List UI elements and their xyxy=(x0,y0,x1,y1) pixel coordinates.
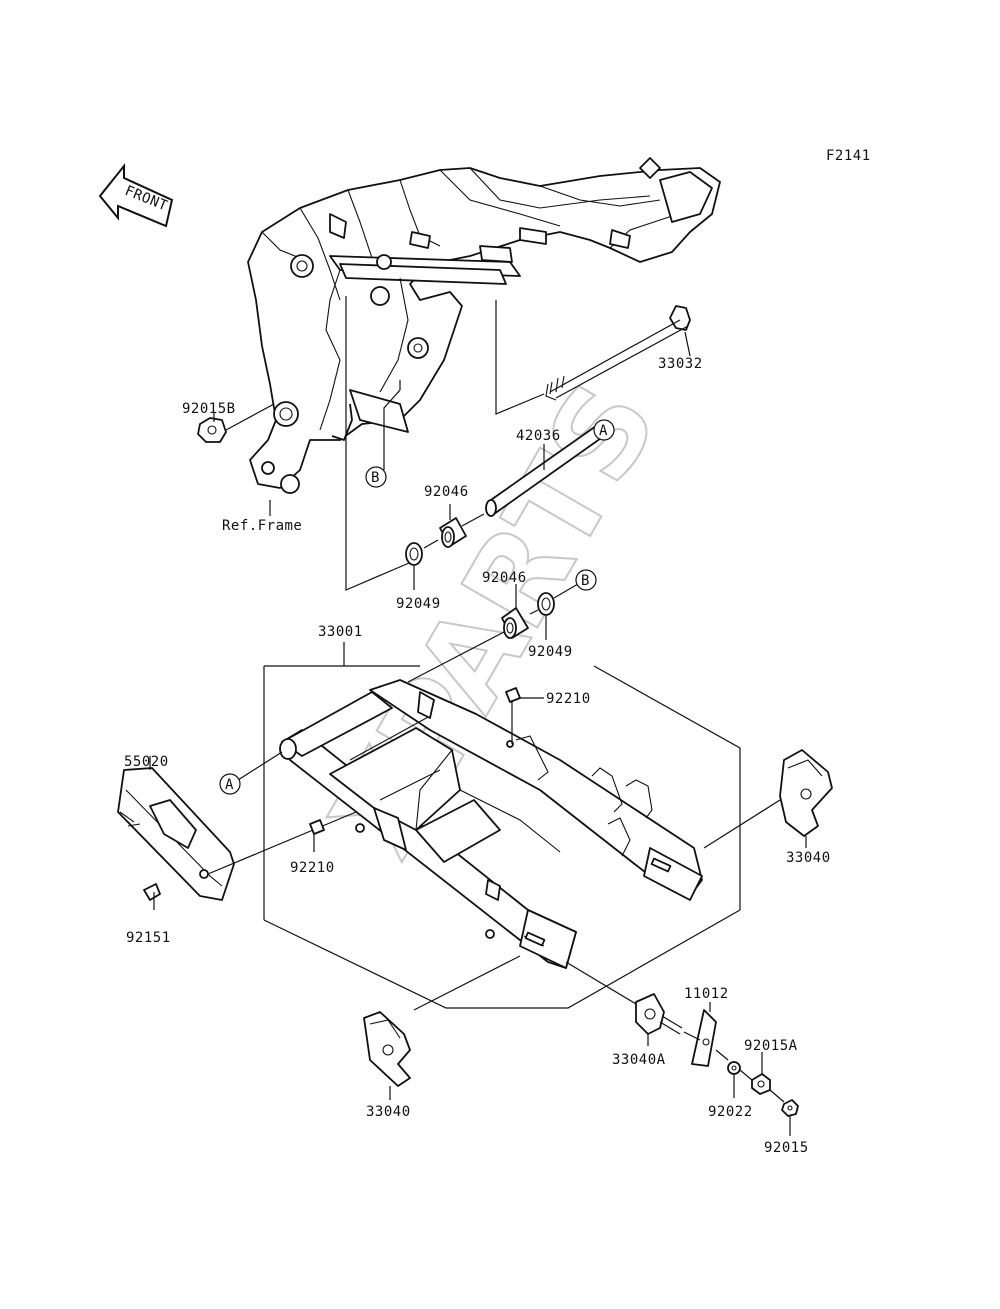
callout-a-bottom xyxy=(219,773,241,795)
washer-92022 xyxy=(727,1061,741,1075)
link-33040-right xyxy=(703,799,781,849)
label-92022: 92022 xyxy=(708,1104,753,1120)
callout-a-top xyxy=(593,419,615,441)
cap-11012 xyxy=(691,1009,717,1067)
seal-92049-middle xyxy=(537,592,555,616)
leader-callout-b-mid xyxy=(553,583,579,599)
main-frame-drawing xyxy=(247,157,721,494)
bearing-92046-middle xyxy=(501,607,529,639)
bolt-92210-upper xyxy=(505,687,521,744)
leader-33032 xyxy=(495,300,545,415)
label-92210-upper: 92210 xyxy=(546,691,591,707)
chain-slider-55020 xyxy=(117,767,235,901)
callout-a-top-text: A xyxy=(599,423,608,439)
seal-92049-upper xyxy=(405,542,423,566)
callout-b-middle-text: B xyxy=(581,573,590,589)
link-92046-92049-middle xyxy=(529,609,539,615)
pivot-shaft-33032 xyxy=(545,305,691,401)
label-92049-upper: 92049 xyxy=(396,596,441,612)
label-33040A: 33040A xyxy=(612,1052,666,1068)
label-33040-right: 33040 xyxy=(786,850,831,866)
label-33040-bottom: 33040 xyxy=(366,1104,411,1120)
label-92151: 92151 xyxy=(126,930,171,946)
bracket-33001-bottom xyxy=(263,909,741,1009)
swingarm-drawing xyxy=(279,679,703,969)
callout-b-frame xyxy=(365,466,387,488)
leader-frame-92049 xyxy=(345,296,417,591)
front-arrow-icon: FRONT xyxy=(98,163,174,228)
nut-92015 xyxy=(781,1099,799,1117)
leader-92015B-b xyxy=(225,403,275,431)
bearing-92046-upper xyxy=(439,517,467,548)
link-33040A-swingarm xyxy=(565,961,637,1005)
callout-b-middle xyxy=(575,569,597,591)
callout-a-bottom-text: A xyxy=(225,777,234,793)
label-33032: 33032 xyxy=(658,356,703,372)
callout-b-frame-text: B xyxy=(371,470,380,486)
label-92046-middle: 92046 xyxy=(482,570,527,586)
label-92049-middle: 92049 xyxy=(528,644,573,660)
label-92015: 92015 xyxy=(764,1140,809,1156)
link-92046-42036 xyxy=(461,513,485,527)
label-92210-left: 92210 xyxy=(290,860,335,876)
nut-92015A xyxy=(751,1073,771,1095)
label-92015B: 92015B xyxy=(182,401,236,417)
link-92015A-92015 xyxy=(769,1089,785,1103)
link-bearing-swingarm xyxy=(407,631,505,683)
label-92046-upper: 92046 xyxy=(424,484,469,500)
leader-callout-b-frame xyxy=(383,380,401,470)
chain-adjuster-33040-bottom xyxy=(363,1011,411,1087)
link-slider-swingarm xyxy=(207,811,357,875)
leader-callout-a-bottom xyxy=(237,751,283,781)
label-55020: 55020 xyxy=(124,754,169,770)
ref-frame-label: Ref.Frame xyxy=(222,518,302,534)
bracket-33001-right xyxy=(593,665,741,910)
link-92022-92015A xyxy=(739,1069,753,1081)
screw-92151 xyxy=(143,883,161,910)
link-11012-washer xyxy=(715,1049,729,1061)
adjuster-bolt-33040A xyxy=(635,993,683,1035)
nut-92015B xyxy=(197,417,227,443)
link-11012 xyxy=(683,1031,701,1041)
label-33001: 33001 xyxy=(318,624,363,640)
link-92049-92046-upper xyxy=(423,539,439,549)
label-42036: 42036 xyxy=(516,428,561,444)
chain-adjuster-33040-right xyxy=(779,749,833,837)
label-11012: 11012 xyxy=(684,986,729,1002)
figure-code: F2141 xyxy=(826,148,871,164)
link-33040-bottom xyxy=(413,955,521,1011)
bolt-92210-left xyxy=(309,819,325,835)
label-92015A: 92015A xyxy=(744,1038,798,1054)
